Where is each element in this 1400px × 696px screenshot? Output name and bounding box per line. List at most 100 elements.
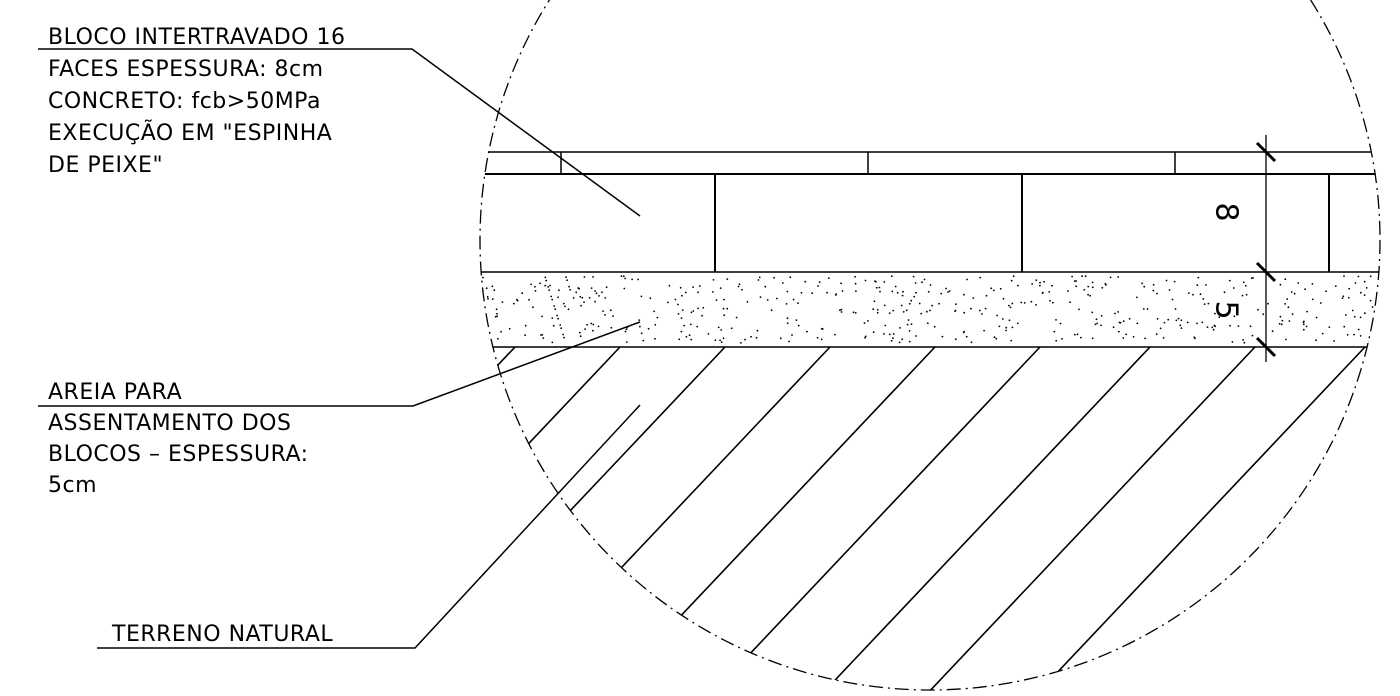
sand-dot xyxy=(923,278,926,281)
sand-dot xyxy=(1286,298,1289,300)
sand-dot xyxy=(640,295,643,298)
sand-dot xyxy=(680,317,683,319)
sand-dot xyxy=(583,301,585,303)
sand-dot xyxy=(873,300,876,303)
sand-dot xyxy=(955,303,957,306)
sand-dot xyxy=(604,297,607,299)
sand-dot xyxy=(1291,313,1294,315)
sand-dot xyxy=(493,289,496,292)
sand-dot xyxy=(863,322,866,324)
sand-dot xyxy=(1278,322,1281,325)
sand-dot xyxy=(1213,324,1216,327)
sand-dot xyxy=(1125,333,1128,336)
sand-dot xyxy=(979,276,982,279)
hatch-line xyxy=(709,346,1041,690)
sand-dot xyxy=(1306,310,1308,313)
paver-thickness-label: 8 xyxy=(1209,202,1244,221)
sand-dot xyxy=(1118,330,1120,333)
sand-dot xyxy=(625,328,628,331)
sand-dot xyxy=(604,314,606,316)
sand-dot xyxy=(820,338,823,341)
sand-dot xyxy=(545,279,548,282)
sand-dot xyxy=(1048,291,1051,293)
sand-dot xyxy=(1343,275,1345,277)
sand-dot xyxy=(497,337,499,340)
sand-dot xyxy=(692,286,694,288)
sand-dot xyxy=(746,301,749,303)
sand-dot xyxy=(521,292,524,295)
sand-dot xyxy=(656,316,659,319)
sand-dot xyxy=(720,329,723,331)
sand-dot xyxy=(840,282,842,285)
sand-dot xyxy=(1059,322,1062,325)
sand-dot xyxy=(892,309,895,312)
sand-dot xyxy=(1035,279,1038,282)
sand-dot xyxy=(867,320,869,322)
sand-dot xyxy=(826,291,828,294)
sand-dot xyxy=(565,276,567,278)
sand-dot xyxy=(827,277,830,279)
sand-dot xyxy=(512,302,515,305)
sand-dot xyxy=(970,307,972,310)
sand-dot xyxy=(1284,278,1287,281)
sand-dot xyxy=(562,302,565,305)
sand-note-line: AREIA PARA xyxy=(48,380,182,405)
sand-dot xyxy=(681,309,684,311)
sand-dot xyxy=(1375,306,1377,309)
paver-note-line: EXECUÇÃO EM "ESPINHA xyxy=(48,119,332,146)
hatch-line xyxy=(499,346,831,690)
sand-dot xyxy=(963,311,966,314)
sand-dot xyxy=(1207,302,1210,305)
section-layers xyxy=(469,151,1380,690)
sand-dot xyxy=(965,335,968,338)
sand-dot xyxy=(623,287,626,290)
sand-dot xyxy=(1041,292,1044,294)
sand-dot xyxy=(1281,319,1284,322)
sand-dot xyxy=(551,317,554,319)
sand-dot xyxy=(719,287,722,289)
sand-dot xyxy=(697,307,699,310)
sand-dot xyxy=(560,327,563,330)
sand-dot xyxy=(679,286,682,289)
sand-dot xyxy=(1241,294,1244,297)
sand-dot xyxy=(1030,300,1033,303)
sand-dot xyxy=(1245,293,1248,296)
sand-dot xyxy=(1302,321,1305,324)
sand-dot xyxy=(1109,276,1112,279)
sand-dot xyxy=(681,294,683,297)
sand-dot xyxy=(759,296,762,298)
sand-dot xyxy=(835,293,838,295)
sand-dot xyxy=(1162,337,1165,339)
sand-dot xyxy=(1039,284,1041,287)
sand-dot xyxy=(563,336,565,339)
sand-dot xyxy=(668,284,671,287)
sand-dot xyxy=(1039,281,1041,284)
sand-dot xyxy=(756,329,759,332)
sand-dot xyxy=(834,333,836,336)
sand-dot xyxy=(1075,285,1077,288)
sand-dot xyxy=(902,311,905,313)
sand-dot xyxy=(590,287,593,289)
sand-dot xyxy=(1076,333,1079,336)
sand-dot xyxy=(722,307,725,310)
sand-dot xyxy=(1177,317,1180,320)
sand-dot xyxy=(1104,282,1107,285)
sand-dot xyxy=(597,325,600,328)
sand-dot xyxy=(1055,319,1057,321)
sand-dot xyxy=(564,305,566,308)
sand-dot xyxy=(688,334,691,337)
sand-dot xyxy=(797,324,800,327)
sand-dot xyxy=(1043,280,1045,283)
sand-dot xyxy=(1010,339,1013,342)
sand-dot xyxy=(1262,313,1265,316)
sand-dot xyxy=(773,276,775,279)
sand-dot xyxy=(1359,335,1362,337)
sand-dot xyxy=(888,333,891,336)
sand-dot xyxy=(562,333,564,336)
sand-note: AREIA PARA ASSENTAMENTO DOS BLOCOS – ESP… xyxy=(48,380,308,498)
sand-dot xyxy=(524,324,527,327)
sand-dot xyxy=(714,339,717,341)
sand-dot xyxy=(469,305,471,307)
sand-dot xyxy=(598,295,600,297)
sand-dot xyxy=(1001,318,1004,320)
